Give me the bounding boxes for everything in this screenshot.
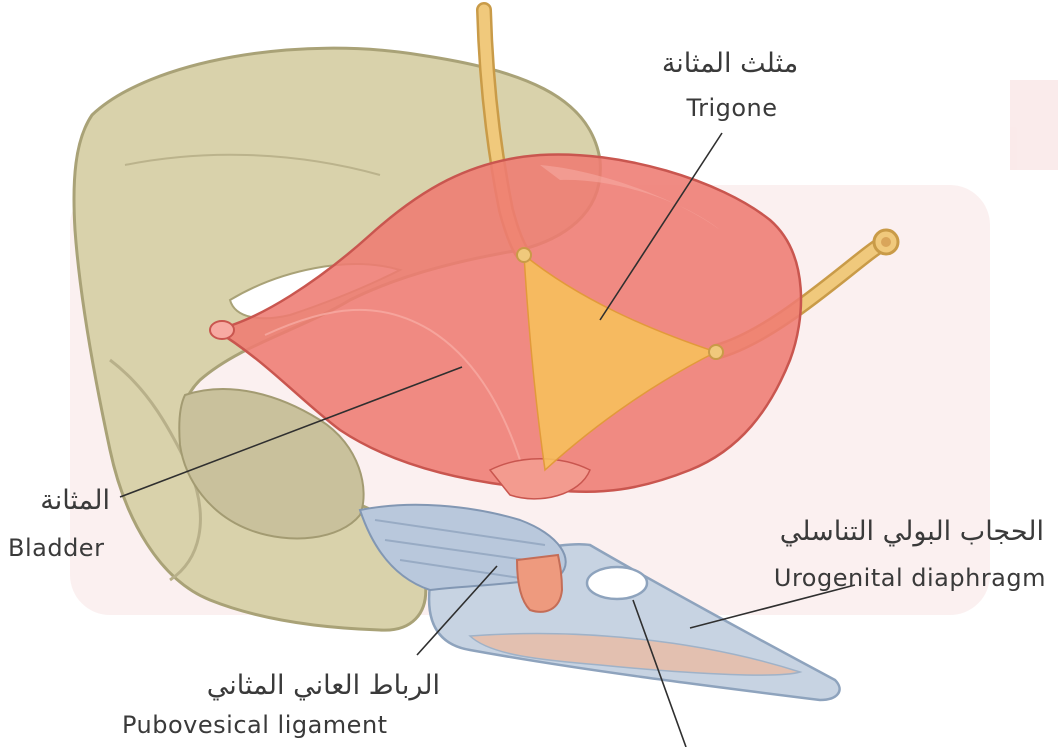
trigone-label-en: Trigone bbox=[686, 96, 777, 120]
bladder-label-en: Bladder bbox=[8, 536, 104, 560]
bladder-label-ar: المثانة bbox=[0, 487, 110, 514]
trigone-label-ar: مثلث المثانة bbox=[662, 50, 798, 77]
urogenital-diaphragm-label-en: Urogenital diaphragm bbox=[716, 566, 1046, 590]
pubovesical-ligament-label-en: Pubovesical ligament bbox=[122, 713, 388, 737]
pubovesical-ligament-label-ar: الرباط العاني المثاني bbox=[110, 672, 440, 699]
urogenital-diaphragm-label-ar: الحجاب البولي التناسلي bbox=[714, 518, 1044, 545]
